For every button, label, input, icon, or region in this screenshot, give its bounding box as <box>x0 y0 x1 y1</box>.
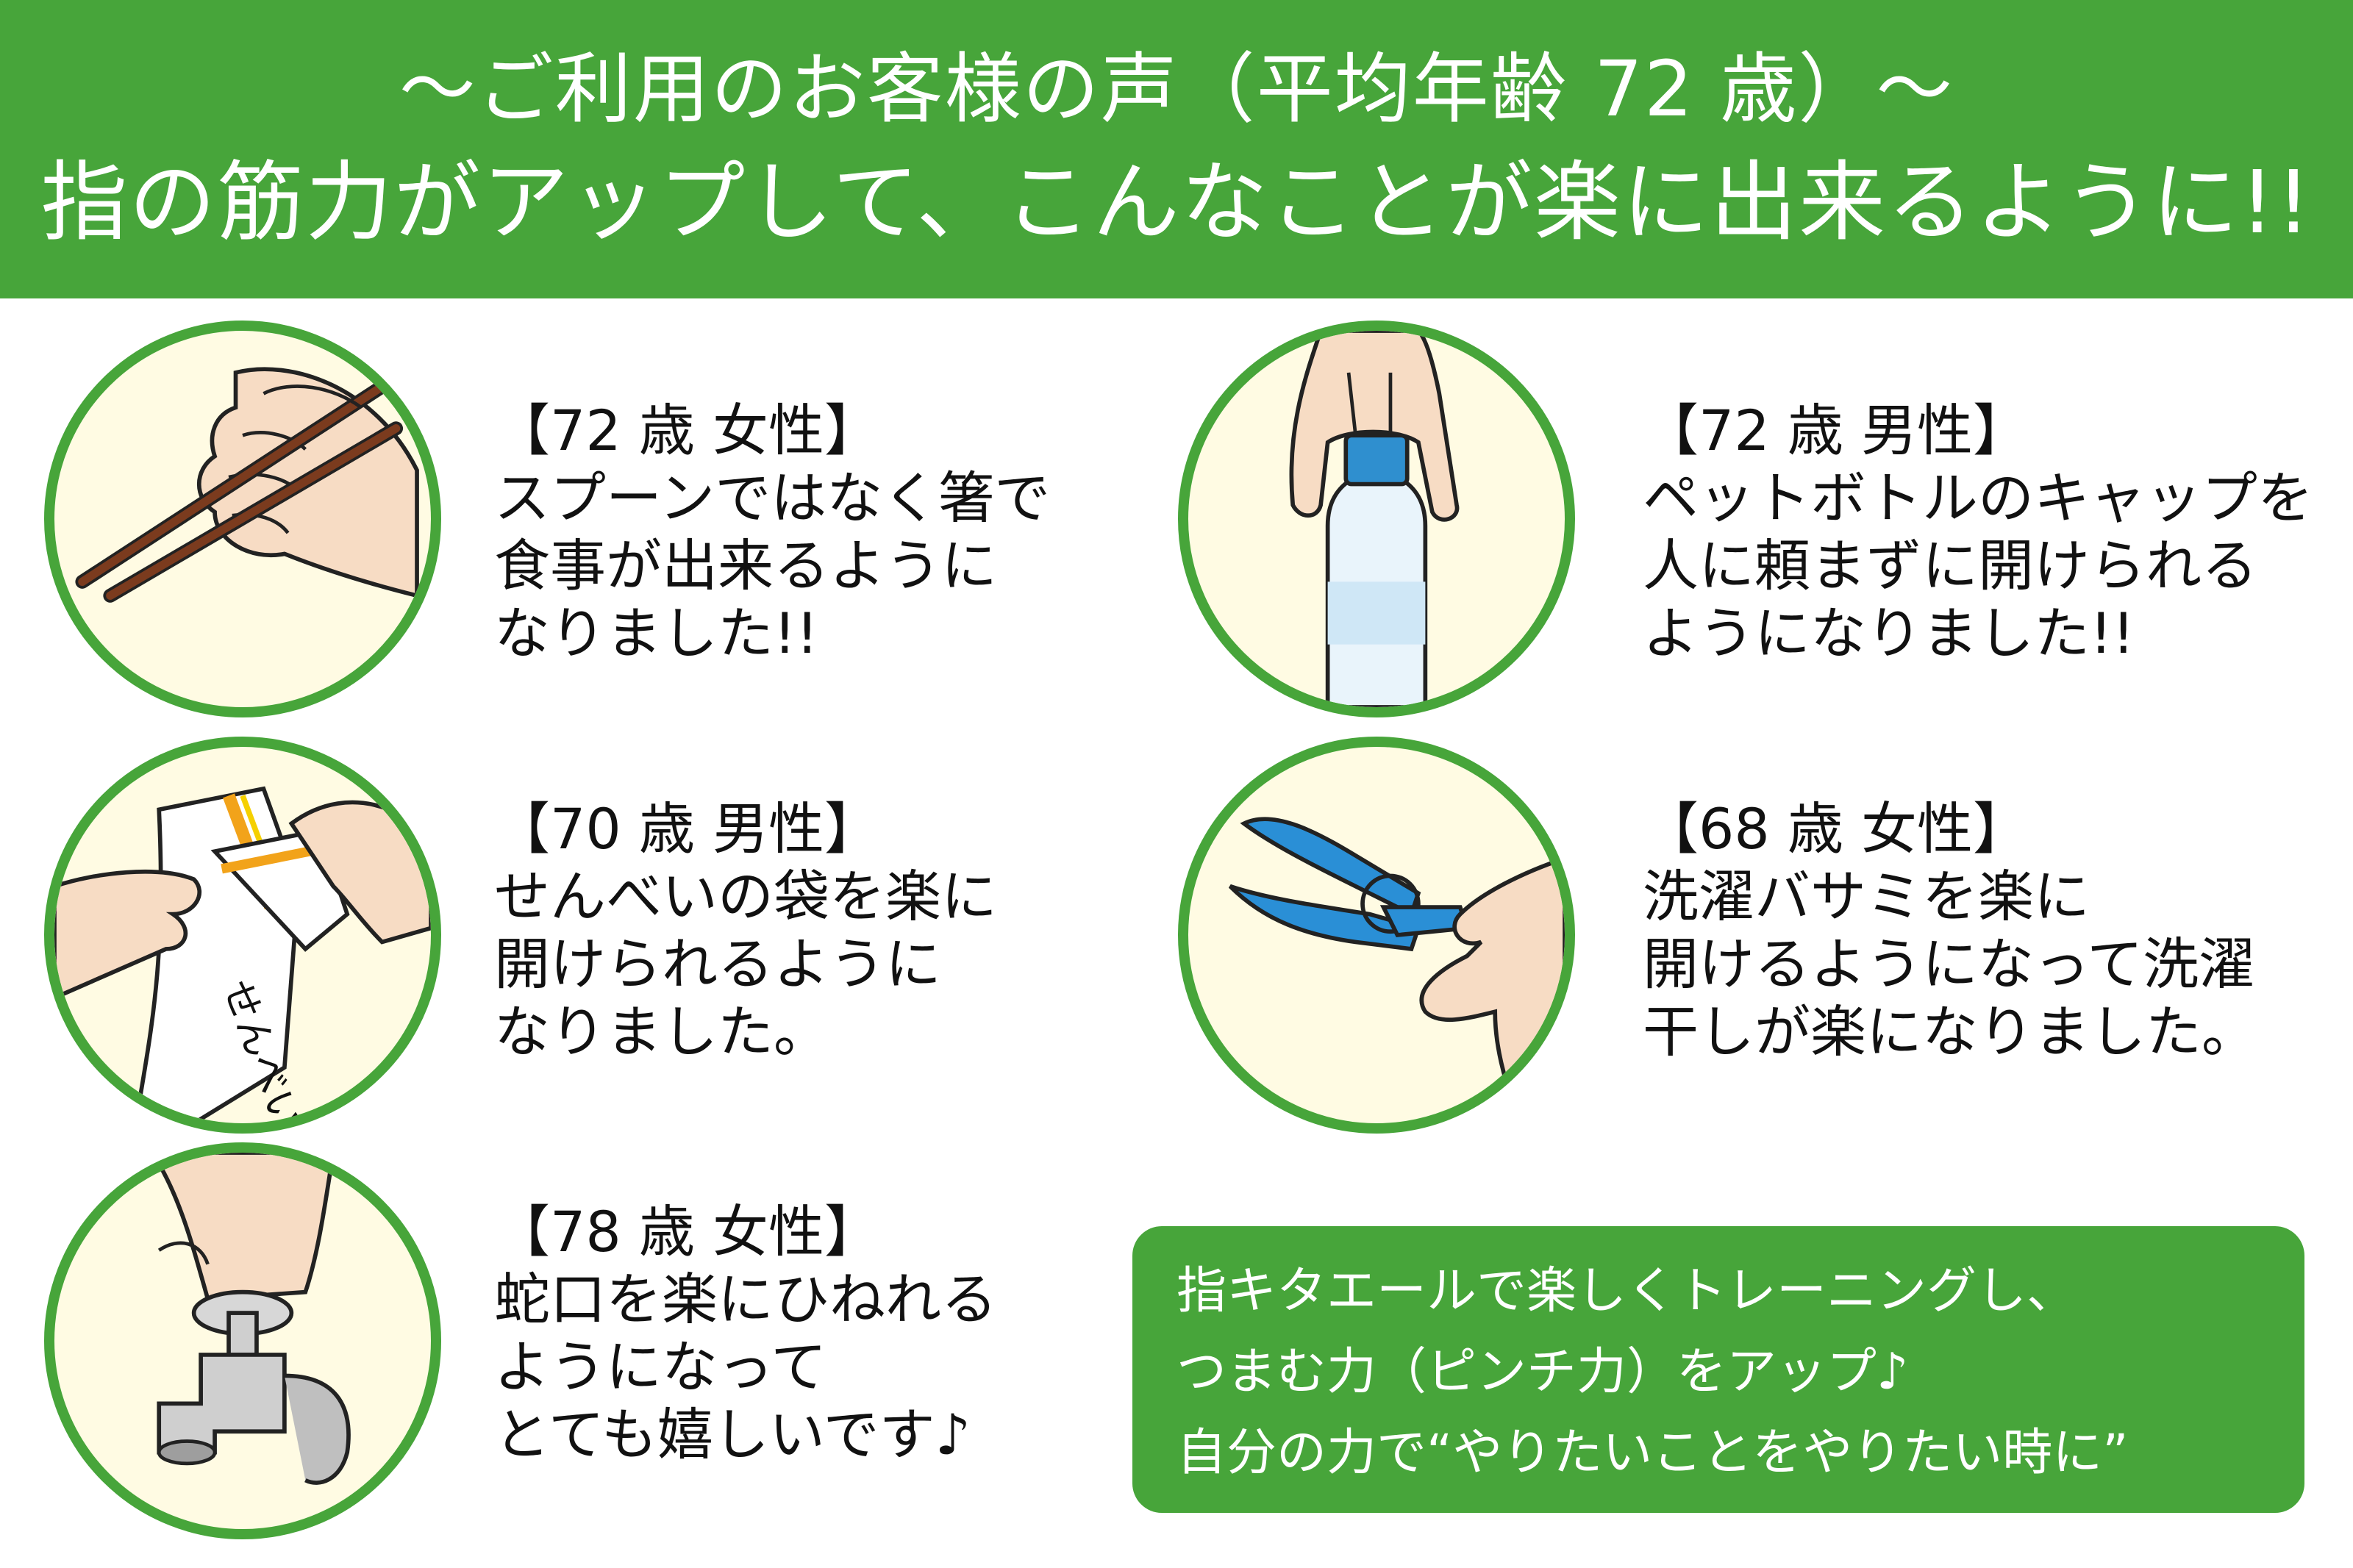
testimonial-label: 【72 歳 女性】 <box>494 398 881 463</box>
testimonial-body: ペットボトルのキャップを 人に頼まずに開けられる ようになりました!! <box>1643 465 2313 666</box>
testimonial-body: 蛇口を楽にひねれる ようになって とても嬉しいです♪ <box>494 1267 997 1467</box>
header-subtitle: 指の筋力がアップして、こんなことが楽に出来るように!! <box>40 151 2313 253</box>
testimonial-label: 【72 歳 男性】 <box>1643 398 2029 463</box>
chopsticks-hand-icon <box>44 321 441 717</box>
testimonial-senbei: 【70 歳 男性】 せんべいの袋を楽に 開けられるように なりました。 <box>494 795 997 1066</box>
testimonial-bottle: 【72 歳 男性】 ペットボトルのキャップを 人に頼まずに開けられる ようになり… <box>1643 397 2313 667</box>
testimonial-body: 洗濯バサミを楽に 開けるようになって洗濯 干しが楽になりました。 <box>1643 864 2257 1064</box>
snack-bag-hands-icon: せんべい <box>44 737 441 1134</box>
testimonial-label: 【68 歳 女性】 <box>1643 796 2029 862</box>
faucet-hand-icon <box>44 1142 441 1539</box>
testimonial-body: スプーンではなく箸で 食事が出来るように なりました!! <box>494 465 1051 666</box>
testimonial-body: せんべいの袋を楽に 開けられるように なりました。 <box>494 864 997 1064</box>
testimonial-clothespin: 【68 歳 女性】 洗濯バサミを楽に 開けるようになって洗濯 干しが楽になりまし… <box>1643 795 2257 1066</box>
callout-line-3: 自分の力で“やりたいことをやりたい時に” <box>1176 1424 2129 1482</box>
clothespin-hand-icon <box>1178 737 1575 1134</box>
header-banner: ～ご利用のお客様の声（平均年齢 72 歳）～ 指の筋力がアップして、こんなことが… <box>0 0 2353 298</box>
testimonial-label: 【70 歳 男性】 <box>494 796 881 862</box>
header-title: ～ご利用のお客様の声（平均年齢 72 歳）～ <box>399 44 1954 134</box>
product-callout: 指キタエールで楽しくトレーニングし、 つまむ力（ピンチ力）をアップ♪ 自分の力で… <box>1132 1226 2304 1513</box>
bottle-cap-hand-icon <box>1178 321 1575 717</box>
callout-line-2: つまむ力（ピンチ力）をアップ♪ <box>1176 1343 1909 1401</box>
callout-line-1: 指キタエールで楽しくトレーニングし、 <box>1176 1262 2077 1320</box>
testimonial-label: 【78 歳 女性】 <box>494 1199 881 1264</box>
testimonial-faucet: 【78 歳 女性】 蛇口を楽にひねれる ようになって とても嬉しいです♪ <box>494 1198 997 1469</box>
testimonial-chopsticks: 【72 歳 女性】 スプーンではなく箸で 食事が出来るように なりました!! <box>494 397 1050 667</box>
